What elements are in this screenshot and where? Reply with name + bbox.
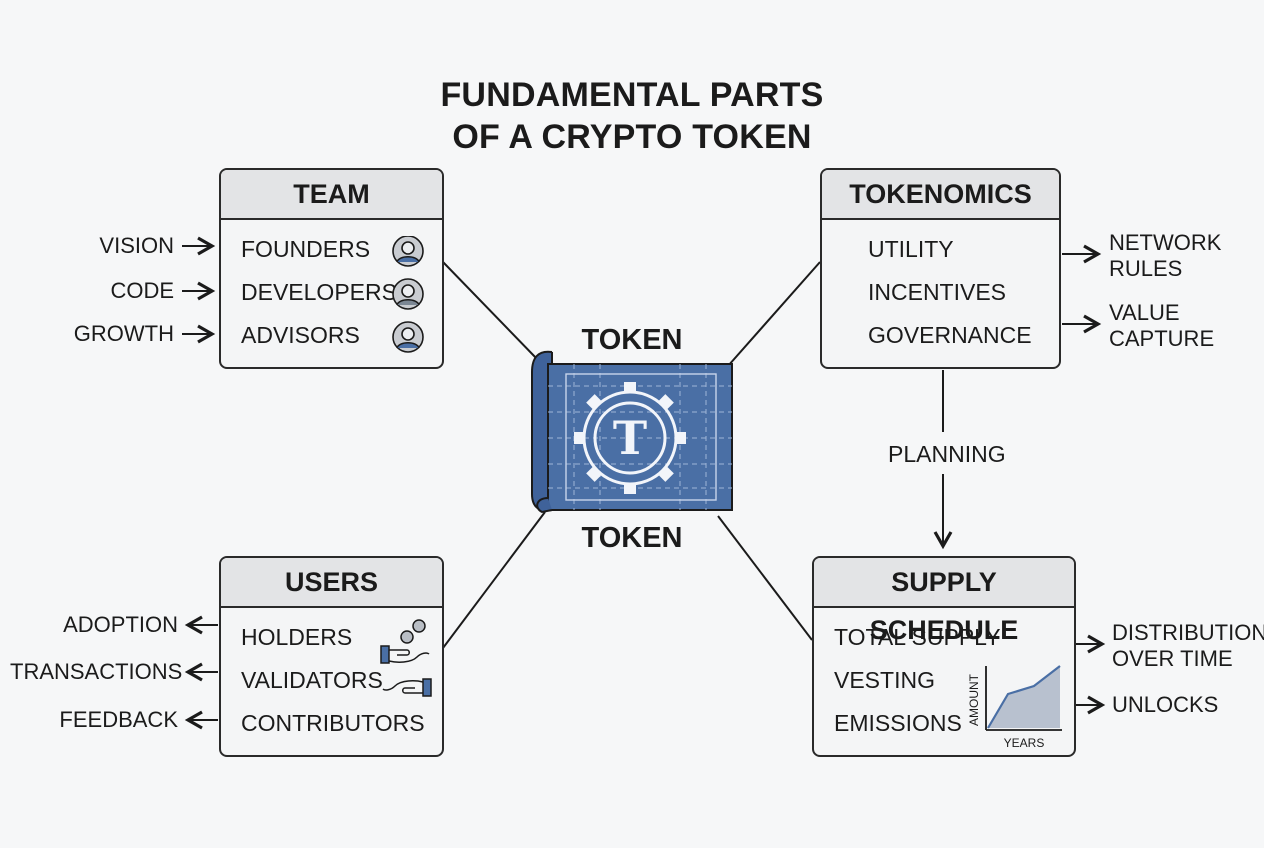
connector-tokenomics [727, 261, 821, 367]
supply-chart-ylabel: AMOUNT [967, 673, 981, 726]
tokenomics-output-network-rules: NETWORK RULES [1109, 230, 1221, 282]
supply-item-emissions: EMISSIONS [834, 710, 962, 736]
network-rules-line-2: RULES [1109, 256, 1183, 281]
team-input-code: CODE [110, 278, 174, 303]
supply-item-total-supply: TOTAL SUPPLY [834, 624, 1001, 650]
supply-chart-line [987, 665, 1061, 729]
team-input-growth: GROWTH [73, 321, 174, 346]
emblem-letter: T [613, 411, 647, 465]
supply-item-vesting: VESTING [834, 667, 935, 693]
connector-users [442, 511, 546, 649]
team-item-developers: DEVELOPERS [241, 279, 397, 305]
network-rules-line-1: NETWORK [1109, 230, 1222, 255]
value-capture-line-2: CAPTURE [1109, 326, 1215, 351]
tokenomics-item-utility: UTILITY [868, 236, 954, 262]
connector-supply [717, 515, 813, 641]
tokenomics-box: TOKENOMICS UTILITY INCENTIVES GOVERNANCE [820, 168, 1061, 369]
supply-output-unlocks: UNLOCKS [1112, 692, 1218, 718]
supply-schedule-box: SUPPLY SCHEDULE TOTAL SUPPLY VESTING EMI… [812, 556, 1076, 757]
users-output-transactions: TRANSACTIONS [10, 659, 183, 684]
distribution-line-1: DISTRIBUTION [1112, 620, 1264, 645]
supply-header: SUPPLY SCHEDULE [814, 558, 1074, 645]
diagram-title: FUNDAMENTAL PARTS OF A CRYPTO TOKEN [382, 74, 882, 158]
team-item-advisors: ADVISORS [241, 322, 360, 348]
tokenomics-item-governance: GOVERNANCE [868, 322, 1032, 348]
supply-output-distribution: DISTRIBUTION OVER TIME [1112, 620, 1264, 672]
users-item-validators: VALIDATORS [241, 667, 383, 693]
person-avatar-icon [392, 236, 424, 353]
token-bottom-label: TOKEN [581, 522, 683, 554]
team-item-founders: FOUNDERS [241, 236, 371, 262]
supply-chart-area [988, 666, 1060, 728]
users-output-feedback: FEEDBACK [59, 707, 178, 732]
users-item-contributors: CONTRIBUTORS [241, 710, 425, 736]
team-header: TEAM [221, 170, 442, 220]
token-top-label: TOKEN [581, 324, 683, 356]
value-capture-line-1: VALUE [1109, 300, 1180, 325]
users-box: USERS HOLDERS VALIDATORS CONTRIBUTORS [219, 556, 444, 757]
tokenomics-output-value-capture: VALUE CAPTURE [1109, 300, 1214, 352]
unlocks-label: UNLOCKS [1112, 692, 1219, 717]
title-line-1: FUNDAMENTAL PARTS [440, 76, 824, 114]
hand-coins-icon [380, 619, 432, 697]
users-output-adoption: ADOPTION [63, 612, 178, 637]
tokenomics-item-incentives: INCENTIVES [868, 279, 1007, 305]
title-line-2: OF A CRYPTO TOKEN [452, 118, 812, 156]
distribution-line-2: OVER TIME [1112, 646, 1233, 671]
blueprint-token-emblem: T [531, 350, 733, 514]
supply-chart-xlabel: YEARS [1004, 736, 1045, 750]
hand-giving-icon [422, 678, 432, 697]
team-box: TEAM FOUNDERS DEVELOPERS ADVISORS [219, 168, 444, 369]
team-input-vision: VISION [99, 233, 174, 258]
users-item-holders: HOLDERS [241, 624, 353, 650]
tokenomics-header: TOKENOMICS [822, 170, 1059, 220]
connector-team [442, 261, 539, 361]
supply-growth-chart: AMOUNT YEARS [967, 665, 1062, 750]
users-header: USERS [221, 558, 442, 608]
planning-label: PLANNING [888, 441, 1006, 467]
